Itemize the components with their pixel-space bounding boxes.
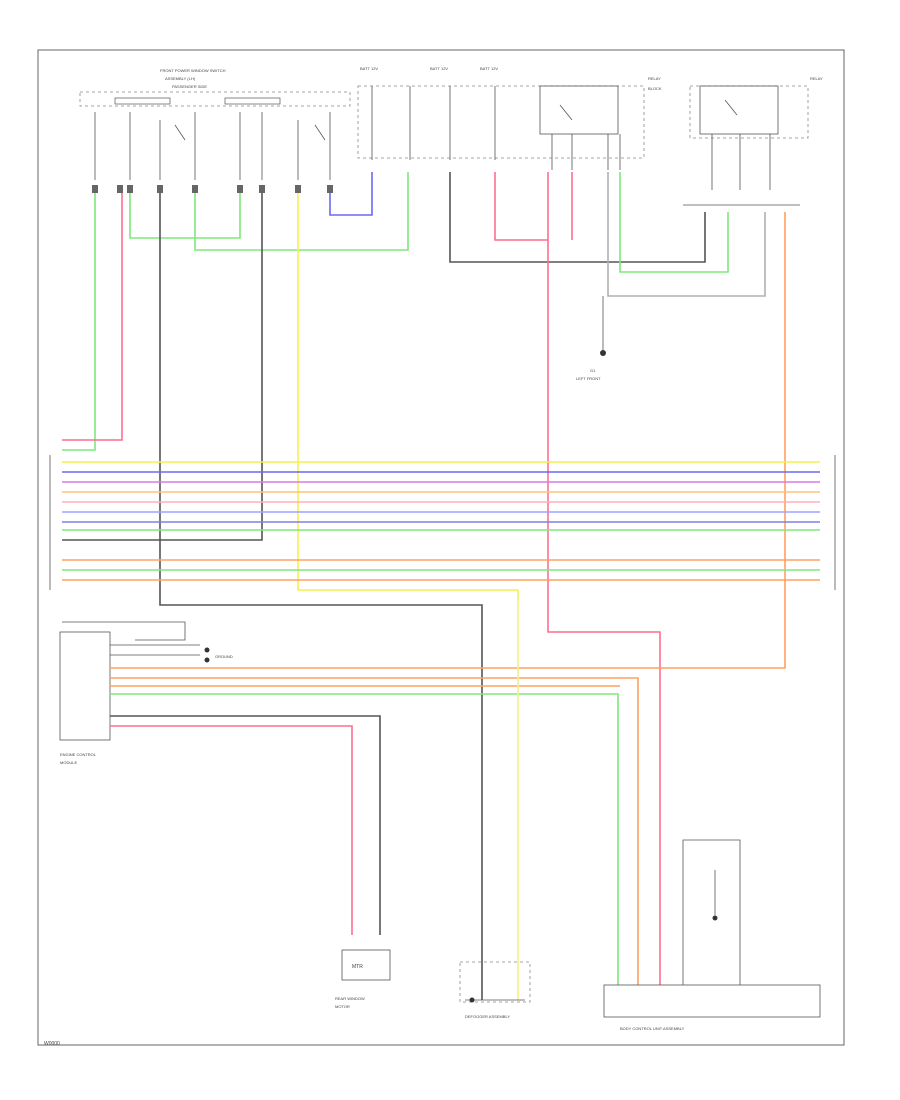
svg-text:MOTOR: MOTOR	[335, 1004, 350, 1009]
harness-bundle	[49, 455, 836, 590]
svg-text:PASSENGER SIDE: PASSENGER SIDE	[172, 84, 207, 89]
svg-text:BATT 12V: BATT 12V	[360, 66, 378, 71]
figure-code: W0000	[44, 1041, 60, 1047]
svg-text:LEFT FRONT: LEFT FRONT	[576, 376, 601, 381]
diagram-frame	[37, 49, 845, 1046]
svg-text:G1: G1	[590, 368, 596, 373]
rear-window-motor: MTR REAR WINDOW MOTOR	[335, 949, 391, 1009]
fuse-relay-box-right: RELAY	[683, 76, 823, 206]
svg-text:REAR WINDOW: REAR WINDOW	[335, 996, 365, 1001]
svg-text:BLOCK: BLOCK	[648, 86, 662, 91]
svg-text:RELAY: RELAY	[648, 76, 661, 81]
fuse-relay-box-left: BATT 12V BATT 12V BATT 12V RELAY BLOCK	[357, 66, 662, 170]
svg-text:ENGINE CONTROL: ENGINE CONTROL	[60, 752, 97, 757]
svg-text:ASSEMBLY (LH): ASSEMBLY (LH)	[165, 76, 196, 81]
svg-text:MTR: MTR	[352, 964, 363, 970]
svg-text:DEFOGGER ASSEMBLY: DEFOGGER ASSEMBLY	[465, 1014, 510, 1019]
svg-text:FRONT POWER WINDOW SWITCH: FRONT POWER WINDOW SWITCH	[160, 68, 226, 73]
svg-text:BATT 12V: BATT 12V	[480, 66, 498, 71]
front-power-window-switch: FRONT POWER WINDOW SWITCH ASSEMBLY (LH) …	[79, 68, 351, 193]
svg-text:MODULE: MODULE	[60, 760, 77, 765]
svg-text:BATT 12V: BATT 12V	[430, 66, 448, 71]
svg-text:GROUND: GROUND	[215, 654, 233, 659]
rear-defogger: DEFOGGER ASSEMBLY	[459, 961, 531, 1019]
body-control-module: BODY CONTROL UNIT ASSEMBLY	[603, 839, 821, 1031]
ground-g1: G1 LEFT FRONT	[576, 296, 606, 381]
svg-text:RELAY: RELAY	[810, 76, 823, 81]
svg-text:BODY CONTROL UNIT ASSEMBLY: BODY CONTROL UNIT ASSEMBLY	[620, 1026, 685, 1031]
